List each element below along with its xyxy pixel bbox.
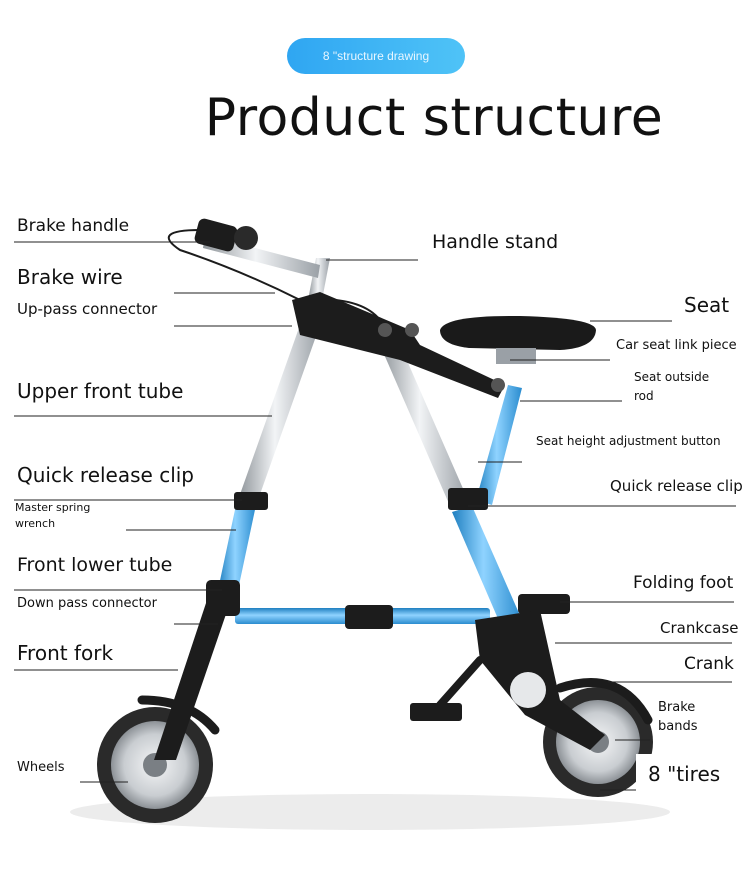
rear-quick-release-clip bbox=[448, 488, 488, 510]
label-front-lower-tube: Front lower tube bbox=[17, 554, 173, 576]
rear-blue-tube bbox=[452, 506, 522, 628]
page-title: Product structure bbox=[204, 88, 664, 148]
label-quick-release-clip-right: Quick release clip bbox=[610, 477, 743, 495]
seat-tube bbox=[476, 385, 522, 505]
crank-disc bbox=[510, 672, 546, 708]
label-brake-bands-line1: Brake bbox=[658, 700, 696, 715]
front-fork bbox=[154, 585, 236, 760]
label-master-spring-wrench-line1: Master spring bbox=[15, 501, 91, 514]
brake-wire-curve bbox=[167, 229, 381, 321]
label-crank: Crank bbox=[684, 654, 734, 674]
label-handle-stand: Handle stand bbox=[432, 231, 559, 253]
front-quick-release-clip bbox=[234, 492, 268, 510]
label-master-spring-wrench-line2: wrench bbox=[15, 517, 56, 530]
label-front-fork: Front fork bbox=[17, 641, 114, 665]
label-brake-wire: Brake wire bbox=[17, 265, 123, 289]
label-brake-bands-line2: bands bbox=[658, 719, 698, 734]
label-up-pass-connector: Up-pass connector bbox=[17, 300, 158, 318]
label-quick-release-clip-left: Quick release clip bbox=[17, 463, 195, 487]
label-seat: Seat bbox=[684, 293, 730, 317]
tires-label-backdrop bbox=[636, 754, 746, 792]
label-seat-outside-rod-line2: rod bbox=[634, 389, 654, 403]
label-tires: 8 "tires bbox=[648, 762, 721, 786]
crank-arm bbox=[436, 656, 484, 709]
down-connector bbox=[206, 580, 240, 616]
rear-silver-tube bbox=[380, 340, 468, 506]
seat-clamp bbox=[496, 348, 536, 364]
grip bbox=[194, 218, 238, 252]
label-folding-foot: Folding foot bbox=[633, 573, 734, 593]
top-hinge bbox=[292, 292, 505, 398]
label-upper-front-tube: Upper front tube bbox=[17, 379, 184, 403]
bike-seat bbox=[440, 315, 596, 350]
label-down-pass-connector: Down pass connector bbox=[17, 596, 157, 611]
upper-front-tube bbox=[238, 325, 320, 500]
structure-drawing-badge: 8 "structure drawing bbox=[287, 38, 465, 74]
pedal bbox=[410, 703, 462, 721]
label-car-seat-link-piece: Car seat link piece bbox=[616, 338, 737, 353]
front-lower-tube bbox=[218, 505, 256, 590]
folding-foot-block bbox=[518, 594, 570, 614]
front-wheel bbox=[97, 707, 213, 823]
handle-stem bbox=[308, 258, 330, 300]
ground-shadow bbox=[70, 794, 670, 830]
label-seat-height-adjustment-button: Seat height adjustment button bbox=[536, 434, 721, 448]
rear-fender bbox=[555, 677, 653, 725]
label-crankcase: Crankcase bbox=[660, 619, 739, 637]
label-brake-handle: Brake handle bbox=[17, 216, 130, 236]
bar-connector bbox=[345, 605, 393, 629]
label-wheels: Wheels bbox=[17, 760, 65, 775]
bell bbox=[234, 226, 258, 250]
label-seat-outside-rod-line1: Seat outside bbox=[634, 370, 710, 384]
